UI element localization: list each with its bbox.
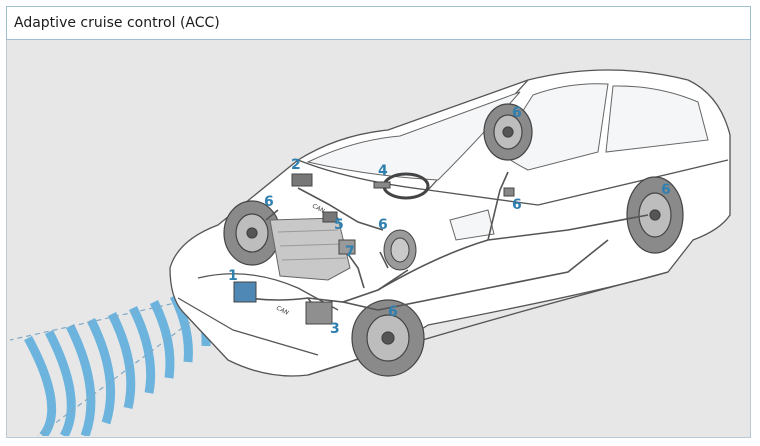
wheel-rear-left (483, 103, 533, 161)
yaw-rate-sensor (503, 187, 515, 197)
callouts: 1 2 3 4 5 6 6 6 6 6 6 7 (228, 105, 671, 337)
callout-6-brake-booster: 6 (378, 217, 388, 233)
acc-sensor-module (233, 281, 257, 303)
wiring-harness (247, 171, 649, 316)
instrument-cluster-module (338, 239, 356, 255)
wheel-front-left (223, 200, 281, 266)
wheel-front-right (351, 299, 425, 377)
title-bar: Adaptive cruise control (ACC) (6, 6, 751, 40)
callout-6-front-right-wheel: 6 (388, 304, 398, 320)
callout-4: 4 (378, 163, 388, 179)
callout-1: 1 (228, 268, 238, 284)
transmission-control-unit (322, 211, 338, 223)
callout-6-yaw-sensor: 6 (512, 197, 522, 213)
callout-6-front-left-wheel: 6 (264, 194, 274, 210)
hydraulic-modulator (305, 301, 333, 325)
callout-7: 7 (345, 244, 355, 260)
steering-column-switch (373, 181, 391, 189)
wheel-rear-right (626, 176, 684, 254)
engine-control-unit (291, 173, 313, 187)
car-windows (306, 83, 709, 241)
callout-6-rear-left-wheel: 6 (512, 105, 522, 121)
page-title: Adaptive cruise control (ACC) (14, 15, 220, 31)
components (233, 172, 515, 325)
callout-6-rear-right-wheel: 6 (661, 182, 671, 198)
callout-2: 2 (291, 157, 301, 173)
acc-car-illustration: CAN CAN 1 2 3 4 5 6 6 6 6 6 6 7 (9, 69, 731, 436)
brake-booster (383, 229, 417, 271)
wheels (223, 103, 684, 377)
callout-3: 3 (330, 321, 340, 337)
callout-5: 5 (334, 217, 344, 233)
